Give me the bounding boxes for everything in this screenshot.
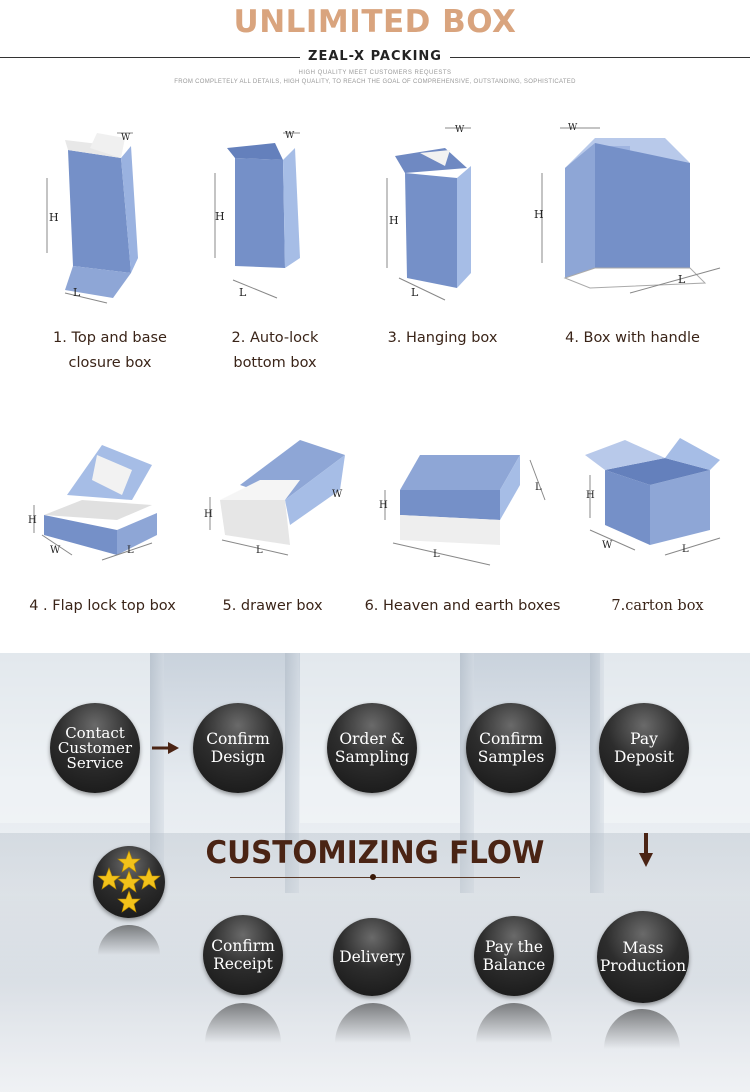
svg-text:L: L [433, 549, 440, 560]
box-with-handle-illustration: H W L [534, 123, 721, 294]
svg-text:H: H [379, 500, 388, 511]
svg-text:H: H [204, 509, 213, 520]
svg-text:W: W [568, 123, 578, 133]
svg-text:W: W [332, 489, 343, 500]
top-base-closure-box-illustration: H W L [46, 132, 138, 304]
star-badge [93, 846, 165, 918]
step-confirm-receipt: Confirm Receipt [203, 915, 283, 995]
step-order-sampling: Order & Sampling [327, 703, 417, 793]
box-label-8: 7.carton box [611, 598, 704, 614]
step-confirm-design: Confirm Design [193, 703, 283, 793]
svg-text:H: H [534, 208, 544, 221]
step-pay-deposit: Pay Deposit [599, 703, 689, 793]
svg-text:H: H [28, 515, 37, 526]
svg-text:L: L [127, 545, 134, 556]
svg-text:H: H [215, 210, 225, 223]
svg-text:L: L [678, 273, 686, 286]
step-contact-customer-service: Contact Customer Service [50, 703, 140, 793]
tagline-1: HIGH QUALITY MEET CUSTOMERS REQUESTS [298, 70, 452, 76]
arrow-right-icon [152, 742, 179, 754]
page-title: UNLIMITED BOX [233, 4, 517, 40]
tagline-2: FROM COMPLETELY ALL DETAILS, HIGH QUALIT… [174, 79, 576, 85]
svg-text:L: L [73, 286, 81, 299]
svg-text:W: W [121, 133, 131, 143]
box-label-4: 4. Box with handle [565, 330, 700, 346]
brand-subtitle: ZEAL-X PACKING [308, 49, 442, 64]
step-mass-production: Mass Production [597, 911, 689, 1003]
heaven-earth-box-illustration: H L L [379, 455, 546, 566]
flow-title: CUSTOMIZING FLOW [205, 835, 545, 871]
svg-text:W: W [285, 131, 295, 141]
step-pay-the-balance: Pay the Balance [474, 916, 554, 996]
five-stars-icon [97, 850, 161, 913]
box-label-1: 1. Top and base closure box [53, 330, 167, 371]
auto-lock-bottom-box-illustration: H W L [214, 131, 300, 299]
flap-lock-top-box-illustration: H W L [28, 445, 157, 561]
box-label-6: 5. drawer box [222, 598, 323, 614]
svg-text:L: L [256, 545, 263, 556]
svg-text:W: W [455, 125, 465, 135]
carton-box-illustration: H W L [585, 438, 721, 556]
box-label-3: 3. Hanging box [387, 330, 498, 346]
svg-text:H: H [586, 490, 595, 501]
svg-text:L: L [682, 544, 689, 555]
hanging-box-illustration: H W L [386, 125, 471, 301]
drawer-box-illustration: H W L [204, 440, 345, 556]
divider-right [450, 57, 750, 58]
svg-text:W: W [50, 545, 61, 556]
divider-left [0, 57, 300, 58]
svg-text:L: L [535, 482, 542, 493]
box-label-7: 6. Heaven and earth boxes [364, 598, 561, 614]
svg-text:W: W [602, 540, 613, 551]
svg-text:L: L [411, 286, 419, 299]
arrow-down-icon [639, 833, 653, 867]
box-label-2: 2. Auto-lock bottom box [231, 330, 319, 371]
flow-title-dot [370, 874, 376, 880]
svg-text:H: H [49, 211, 59, 224]
box-label-5: 4 . Flap lock top box [29, 598, 176, 614]
svg-text:L: L [239, 286, 247, 299]
customizing-flow-section: Contact Customer Service Confirm Design … [0, 653, 750, 1092]
step-confirm-samples: Confirm Samples [466, 703, 556, 793]
svg-text:H: H [389, 214, 399, 227]
step-delivery: Delivery [333, 918, 411, 996]
